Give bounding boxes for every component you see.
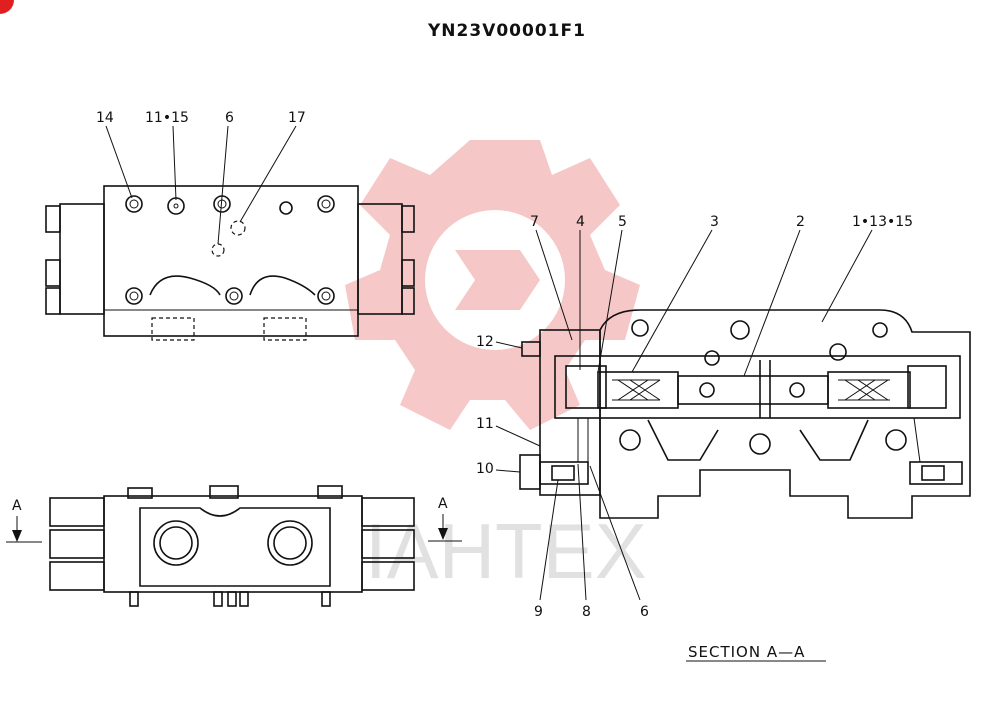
callout-10: 10 bbox=[476, 461, 494, 477]
watermark-text: IAHTEX bbox=[365, 507, 647, 595]
top-view-callouts: 14 11•15 6 17 bbox=[96, 110, 306, 245]
section-arrow-right-label: A bbox=[438, 496, 448, 512]
section-aa-view bbox=[519, 309, 971, 519]
section-callouts: 7 4 5 3 2 1•13•15 12 11 10 9 8 6 bbox=[476, 214, 913, 620]
callout-5: 5 bbox=[618, 214, 627, 230]
callout-12: 12 bbox=[476, 334, 494, 350]
side-view bbox=[49, 485, 415, 607]
callout-11-15: 11•15 bbox=[145, 110, 189, 126]
callout-2: 2 bbox=[796, 214, 805, 230]
callout-7: 7 bbox=[530, 214, 539, 230]
gear-watermark-icon bbox=[345, 140, 640, 430]
callout-8: 8 bbox=[582, 604, 591, 620]
callout-17: 17 bbox=[288, 110, 306, 126]
callout-11: 11 bbox=[476, 416, 494, 432]
callout-4: 4 bbox=[576, 214, 585, 230]
callout-1-13-15: 1•13•15 bbox=[852, 214, 913, 230]
drawing-number-title: YN23V00001F1 bbox=[427, 21, 586, 41]
callout-14: 14 bbox=[96, 110, 114, 126]
callout-6-top: 6 bbox=[225, 110, 234, 126]
section-arrow-icon: A A bbox=[6, 496, 462, 543]
top-view bbox=[45, 185, 415, 341]
callout-3: 3 bbox=[710, 214, 719, 230]
section-label: SECTION A—A bbox=[688, 643, 805, 661]
callout-6-section: 6 bbox=[640, 604, 649, 620]
section-arrow-left-label: A bbox=[12, 498, 22, 514]
callout-9: 9 bbox=[534, 604, 543, 620]
corner-badge bbox=[0, 0, 14, 14]
